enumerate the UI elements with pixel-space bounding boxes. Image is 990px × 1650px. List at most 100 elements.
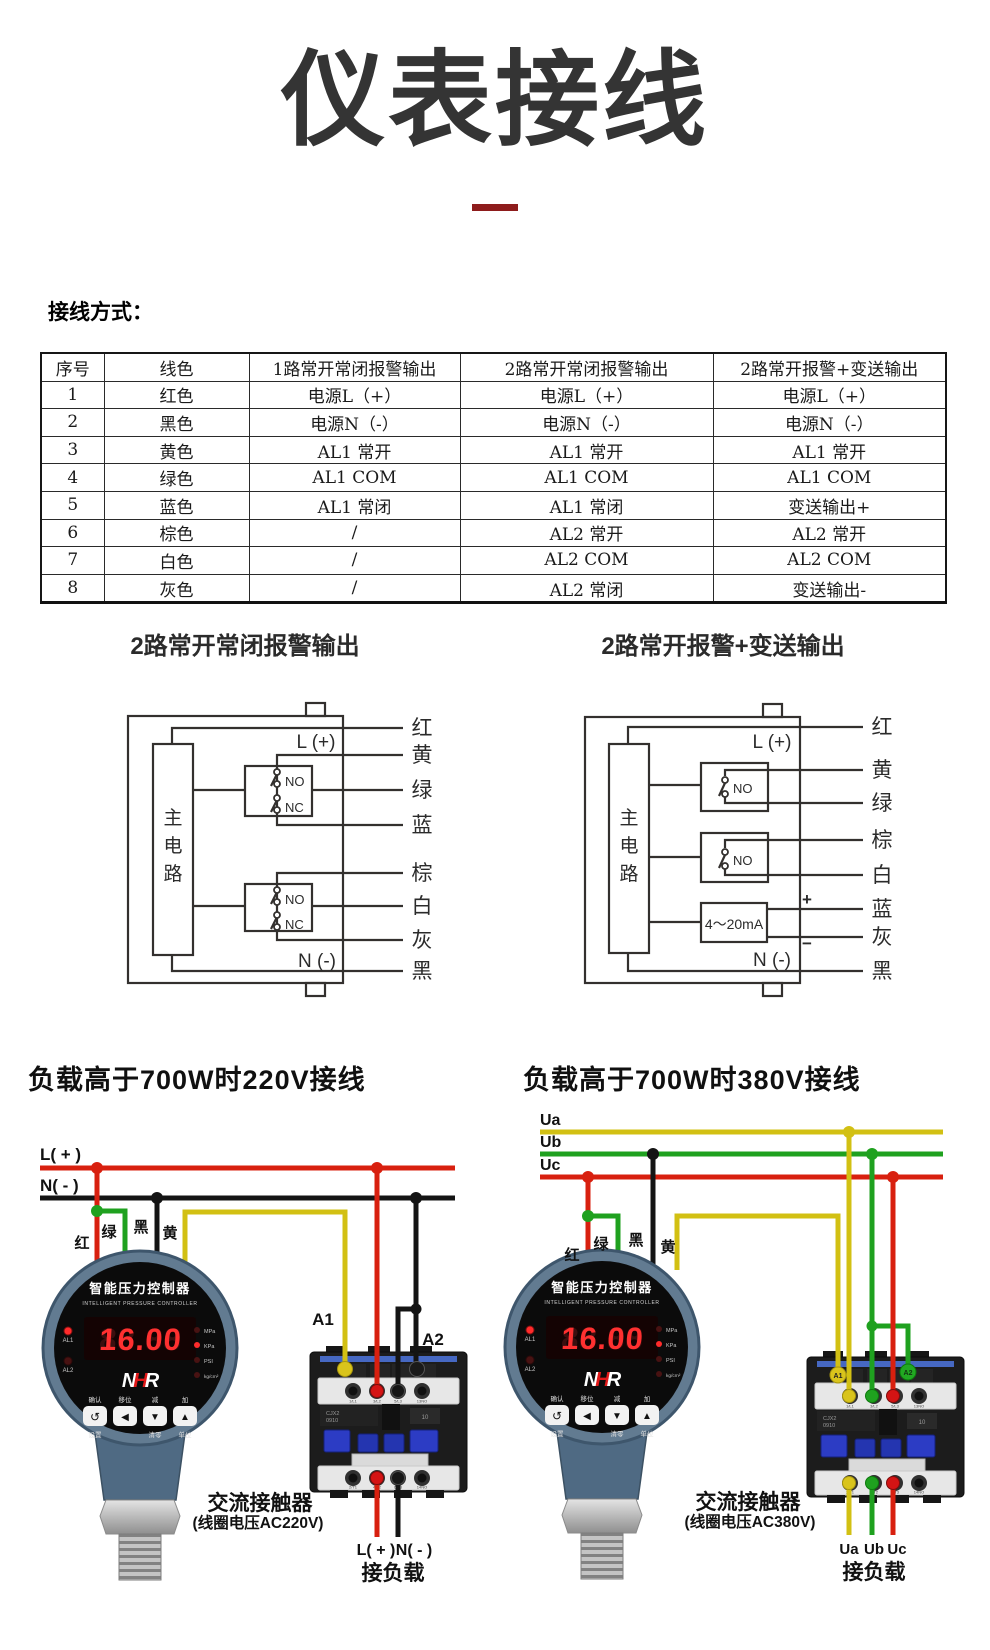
load-ub-label: Ub <box>864 1541 884 1558</box>
a2-label: A2 <box>904 1370 913 1377</box>
black-wire-label: 黑 <box>628 1232 643 1249</box>
live-label: L (+) <box>297 732 336 753</box>
table-cell: AL1 常开 <box>459 435 714 465</box>
black-terminal <box>391 1384 405 1398</box>
table-cell: 白色 <box>103 546 250 575</box>
a1-terminal <box>337 1361 353 1377</box>
table-cell: / <box>248 546 461 575</box>
red-load-terminal <box>370 1471 384 1485</box>
wire-label-green: 绿 <box>872 791 893 815</box>
green-branch-to-a2 <box>872 1323 911 1370</box>
contactor-coil-label: (线圈电压AC380V) <box>685 1512 816 1531</box>
a1-label: A1 <box>312 1310 334 1329</box>
wires-220v <box>94 1168 419 1537</box>
table-cell: 电源N（-） <box>712 408 947 437</box>
wiring-table: 序号 线色 1路常开常闭报警输出 2路常开常闭报警输出 2路常开报警+变送输出 … <box>40 352 947 605</box>
table-cell: 8 <box>40 573 105 605</box>
table-cell: AL1 常开 <box>712 435 947 465</box>
col-header-wire-color: 线色 <box>103 352 250 382</box>
section-220v-title: 负载高于700W时220V接线 <box>28 1065 366 1095</box>
table-cell: 灰色 <box>103 573 250 605</box>
table-cell: 电源L（+） <box>459 380 714 410</box>
load-label: 接负载 <box>843 1560 906 1584</box>
table-header-row: 序号 线色 1路常开常闭报警输出 2路常开常闭报警输出 2路常开报警+变送输出 <box>40 352 947 382</box>
green-wire-label: 绿 <box>101 1223 117 1241</box>
yellow-load-terminal <box>842 1476 856 1490</box>
main-circuit-char: 路 <box>619 863 638 885</box>
table-cell: 电源L（+） <box>248 380 461 410</box>
table-cell: AL2 COM <box>459 546 714 575</box>
table-cell: AL2 常开 <box>459 518 714 548</box>
a1-label: A1 <box>834 1373 843 1380</box>
diagram-title: 2路常开常闭报警输出 <box>130 632 359 660</box>
wiring-method-label: 接线方式： <box>48 301 153 324</box>
table-cell: AL1 常开 <box>248 435 461 465</box>
diagram-220v: L( + ) N( - ) 红 绿 黑 黄 A1 A2 交流接触器 (线圈电压A… <box>40 1145 468 1585</box>
wire-label-red: 红 <box>872 715 893 739</box>
table-cell: AL2 COM <box>712 546 947 575</box>
table-cell: AL1 COM <box>459 463 714 492</box>
wire-label-red: 红 <box>412 716 433 740</box>
nc-label: NC <box>285 800 304 815</box>
wire-label-yellow: 黄 <box>872 758 893 782</box>
red-load-terminal <box>886 1476 900 1490</box>
diagram-380v: Ua Ub Uc 红 绿 黑 黄 A1 A2 交流接触器 (线圈电压AC380V… <box>503 1112 965 1584</box>
a2-terminal <box>899 1363 917 1381</box>
labels-380v: Ua Ub Uc 红 绿 黑 黄 A1 A2 交流接触器 (线圈电压AC380V… <box>540 1112 913 1584</box>
wire-label-white: 白 <box>412 894 433 918</box>
table-cell: AL2 常闭 <box>459 573 714 605</box>
a1-terminal <box>829 1366 847 1384</box>
wire-label-gray: 灰 <box>872 925 893 949</box>
yellow-wire-label: 黄 <box>162 1224 177 1242</box>
phase-b-label: Ub <box>540 1134 562 1151</box>
phase-a-label: Ua <box>540 1112 561 1129</box>
contactor-coil-label: (线圈电压AC220V) <box>193 1513 324 1532</box>
table-cell: 黑色 <box>103 408 250 437</box>
load-uc-label: Uc <box>887 1541 906 1558</box>
neutral-bus-label: N( - ) <box>40 1176 79 1195</box>
wire-label-blue: 蓝 <box>412 813 433 837</box>
table-cell: / <box>248 518 461 548</box>
black-wire-label: 黑 <box>133 1219 148 1236</box>
col-header-no: 序号 <box>40 352 105 382</box>
load-label: 接负载 <box>362 1561 425 1585</box>
table-cell: 蓝色 <box>103 490 250 520</box>
red-terminal <box>370 1384 384 1398</box>
red-wire-label: 红 <box>564 1246 579 1264</box>
table-cell: 4 <box>40 463 105 492</box>
main-circuit-char: 主 <box>163 807 182 829</box>
table-cell: 棕色 <box>103 518 250 548</box>
gauge-380v <box>503 1248 701 1581</box>
diagram-two-no-transmit: 2路常开报警+变送输出 主 <box>583 632 893 998</box>
no-label: NO <box>285 892 305 907</box>
diagram-labels: 主 电 路 NO NO 4～20mA + − L (+) N (-) 红 黄 绿… <box>619 715 892 983</box>
wire-label-green: 绿 <box>412 778 433 802</box>
table-cell: 电源N（-） <box>459 408 714 437</box>
table-cell: 6 <box>40 518 105 548</box>
col-header-2ch-transmit: 2路常开报警+变送输出 <box>712 352 947 382</box>
wiring-table-wrap: 序号 线色 1路常开常闭报警输出 2路常开常闭报警输出 2路常开报警+变送输出 … <box>40 352 947 605</box>
red-wire-label: 红 <box>74 1234 89 1252</box>
live-bus-label: L( + ) <box>40 1145 81 1164</box>
main-circuit-char: 路 <box>163 863 182 885</box>
wire-label-brown: 棕 <box>412 861 433 885</box>
main-circuit-char: 主 <box>619 807 638 829</box>
live-label: L (+) <box>753 732 792 753</box>
neutral-label: N (-) <box>298 951 336 972</box>
main-circuit-char: 电 <box>163 835 182 857</box>
black-branch-wire <box>395 1306 416 1388</box>
load-n-label: N( - ) <box>396 1542 432 1559</box>
output-4-20ma-label: 4～20mA <box>705 916 764 932</box>
a2-label: A2 <box>422 1330 444 1349</box>
diagram-two-no-nc: 2路常开常闭报警输出 主 电 路 N <box>126 632 433 998</box>
table-cell: 3 <box>40 435 105 465</box>
diagram-labels: 主 电 路 NO NC NO NC L (+) N (-) 红 黄 绿 蓝 棕 … <box>163 716 432 983</box>
green-load-terminal <box>865 1476 879 1490</box>
table-cell: 2 <box>40 408 105 437</box>
wire-label-black: 黑 <box>412 959 433 983</box>
